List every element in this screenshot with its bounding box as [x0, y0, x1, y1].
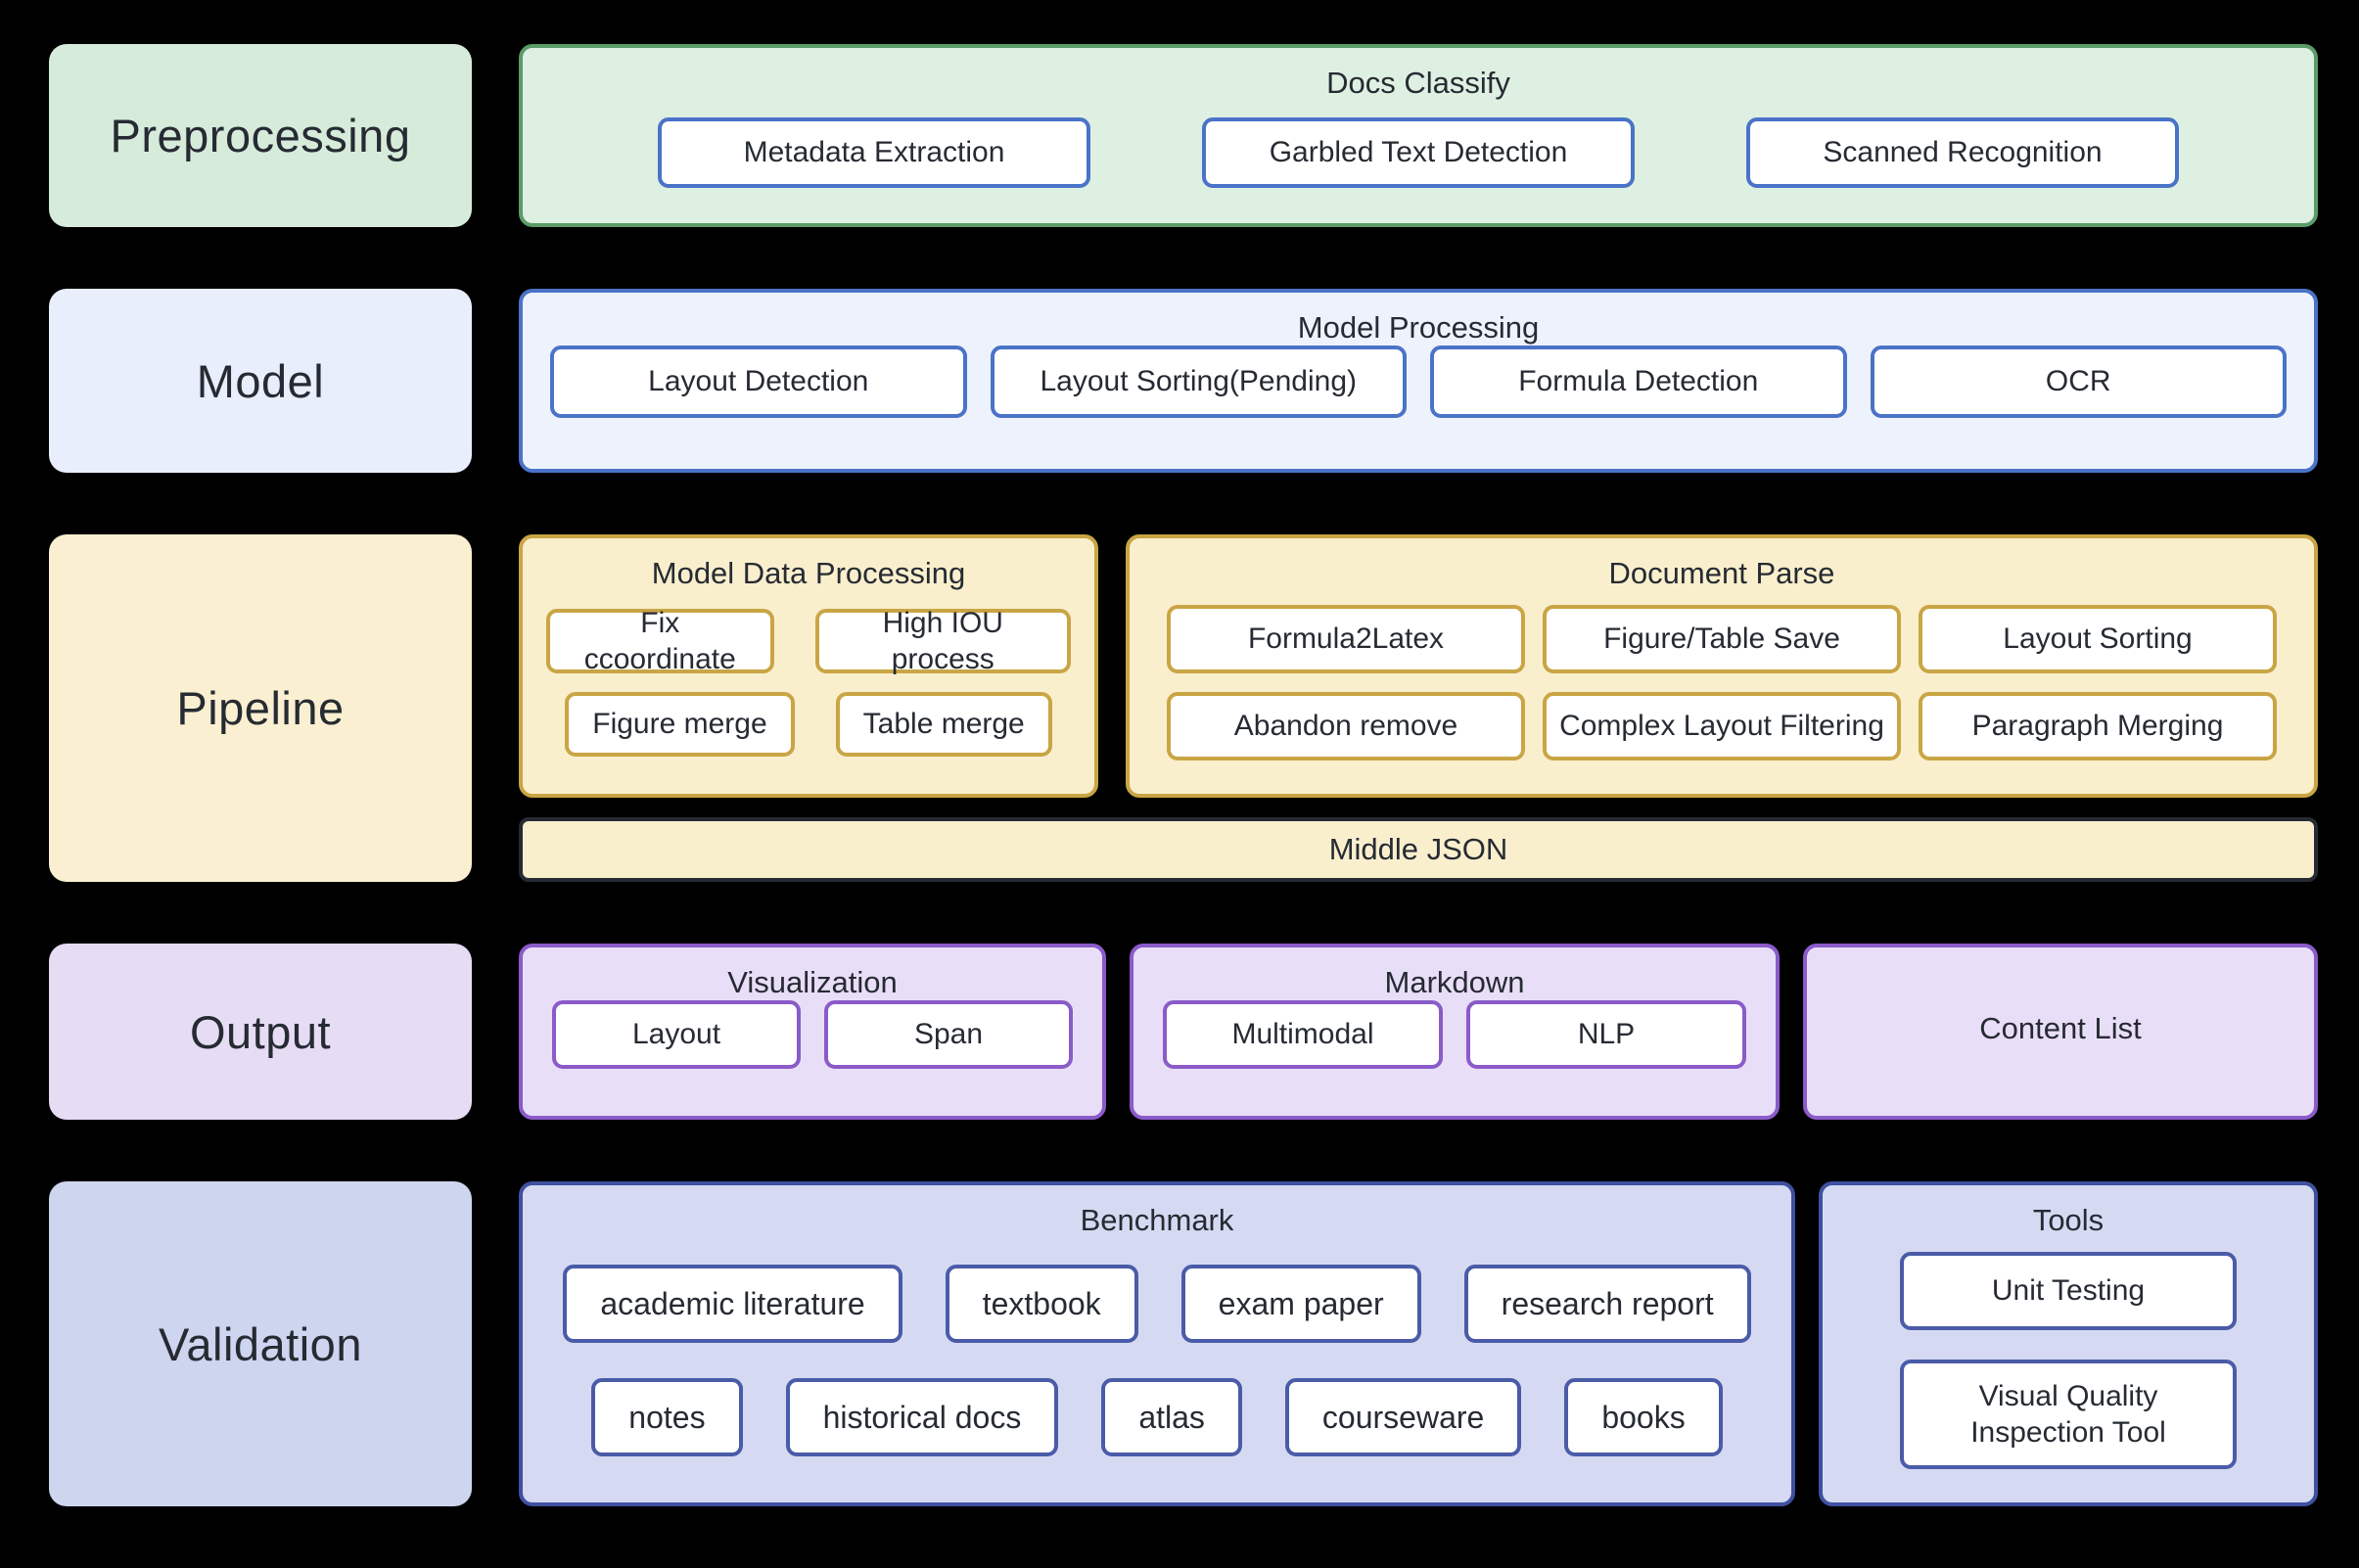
panel-title-markdown: Markdown: [1384, 965, 1525, 999]
node-books: books: [1564, 1378, 1723, 1456]
node-figure-merge: Figure merge: [565, 692, 795, 758]
node-paragraph-merging: Paragraph Merging: [1919, 692, 2277, 761]
panel-title-benchmark: Benchmark: [1080, 1203, 1234, 1237]
panel-tools: Tools Unit Testing Visual Quality Inspec…: [1819, 1181, 2318, 1506]
node-exam-paper: exam paper: [1180, 1265, 1421, 1343]
node-span: Span: [824, 1000, 1073, 1069]
panel-markdown: Markdown Multimodal NLP: [1130, 944, 1780, 1120]
node-research-report: research report: [1463, 1265, 1751, 1343]
panel-docs-classify: Docs Classify Metadata Extraction Garble…: [519, 44, 2318, 227]
node-formula2latex: Formula2Latex: [1167, 605, 1525, 674]
node-layout-detection: Layout Detection: [550, 346, 967, 418]
panel-document-parse: Document Parse Formula2Latex Figure/Tabl…: [1126, 534, 2318, 799]
row-validation: Validation Benchmark academic literature…: [49, 1181, 2318, 1506]
stage-label-preprocessing: Preprocessing: [49, 44, 472, 227]
panel-title-model-data-processing: Model Data Processing: [651, 556, 966, 590]
panel-benchmark: Benchmark academic literature textbook e…: [519, 1181, 1795, 1506]
node-multimodal: Multimodal: [1163, 1000, 1443, 1069]
row-preprocessing: Preprocessing Docs Classify Metadata Ext…: [49, 44, 2318, 227]
node-garbled-text-detection: Garbled Text Detection: [1202, 116, 1635, 188]
node-textbook: textbook: [945, 1265, 1138, 1343]
node-courseware: courseware: [1284, 1378, 1522, 1456]
stage-label-validation: Validation: [49, 1181, 472, 1506]
node-visual-quality-inspection-tool: Visual Quality Inspection Tool: [1900, 1360, 2237, 1469]
panel-title-visualization: Visualization: [727, 965, 898, 999]
node-atlas: atlas: [1101, 1378, 1242, 1456]
node-figure-table-save: Figure/Table Save: [1543, 605, 1901, 674]
node-layout-sorting: Layout Sorting: [1919, 605, 2277, 674]
node-high-iou-process: High IOU process: [814, 607, 1071, 675]
node-layout-sorting-pending: Layout Sorting(Pending): [990, 346, 1407, 418]
node-fix-ccoordinate: Fix ccoordinate: [546, 607, 774, 675]
node-table-merge: Table merge: [835, 692, 1052, 758]
node-scanned-recognition: Scanned Recognition: [1746, 116, 2179, 188]
node-notes: notes: [591, 1378, 743, 1456]
panel-model-processing: Model Processing Layout Detection Layout…: [519, 289, 2318, 473]
node-historical-docs: historical docs: [785, 1378, 1059, 1456]
stage-label-output: Output: [49, 944, 472, 1120]
panel-visualization: Visualization Layout Span: [519, 944, 1106, 1120]
stage-label-model: Model: [49, 289, 472, 473]
node-ocr: OCR: [1870, 346, 2287, 418]
panel-content-list: Content List: [1803, 944, 2318, 1120]
panel-title-tools: Tools: [2032, 1203, 2105, 1237]
node-layout: Layout: [552, 1000, 801, 1069]
panel-title-docs-classify: Docs Classify: [1326, 66, 1510, 100]
panel-model-data-processing: Model Data Processing Fix ccoordinate Hi…: [519, 534, 1098, 799]
node-academic-literature: academic literature: [563, 1265, 902, 1343]
panel-title-model-processing: Model Processing: [1297, 310, 1540, 345]
node-middle-json: Middle JSON: [519, 817, 2318, 882]
row-model: Model Model Processing Layout Detection …: [49, 289, 2318, 473]
node-metadata-extraction: Metadata Extraction: [658, 116, 1090, 188]
node-abandon-remove: Abandon remove: [1167, 692, 1525, 761]
row-pipeline: Pipeline Model Data Processing Fix ccoor…: [49, 534, 2318, 882]
node-formula-detection: Formula Detection: [1430, 346, 1847, 418]
node-unit-testing: Unit Testing: [1900, 1252, 2237, 1330]
node-nlp: NLP: [1466, 1000, 1746, 1069]
panel-title-content-list: Content List: [1979, 1011, 2142, 1045]
stage-label-pipeline: Pipeline: [49, 534, 472, 882]
panel-title-document-parse: Document Parse: [1608, 556, 1835, 590]
row-output: Output Visualization Layout Span Markdow…: [49, 944, 2318, 1120]
node-complex-layout-filtering: Complex Layout Filtering: [1543, 692, 1901, 761]
